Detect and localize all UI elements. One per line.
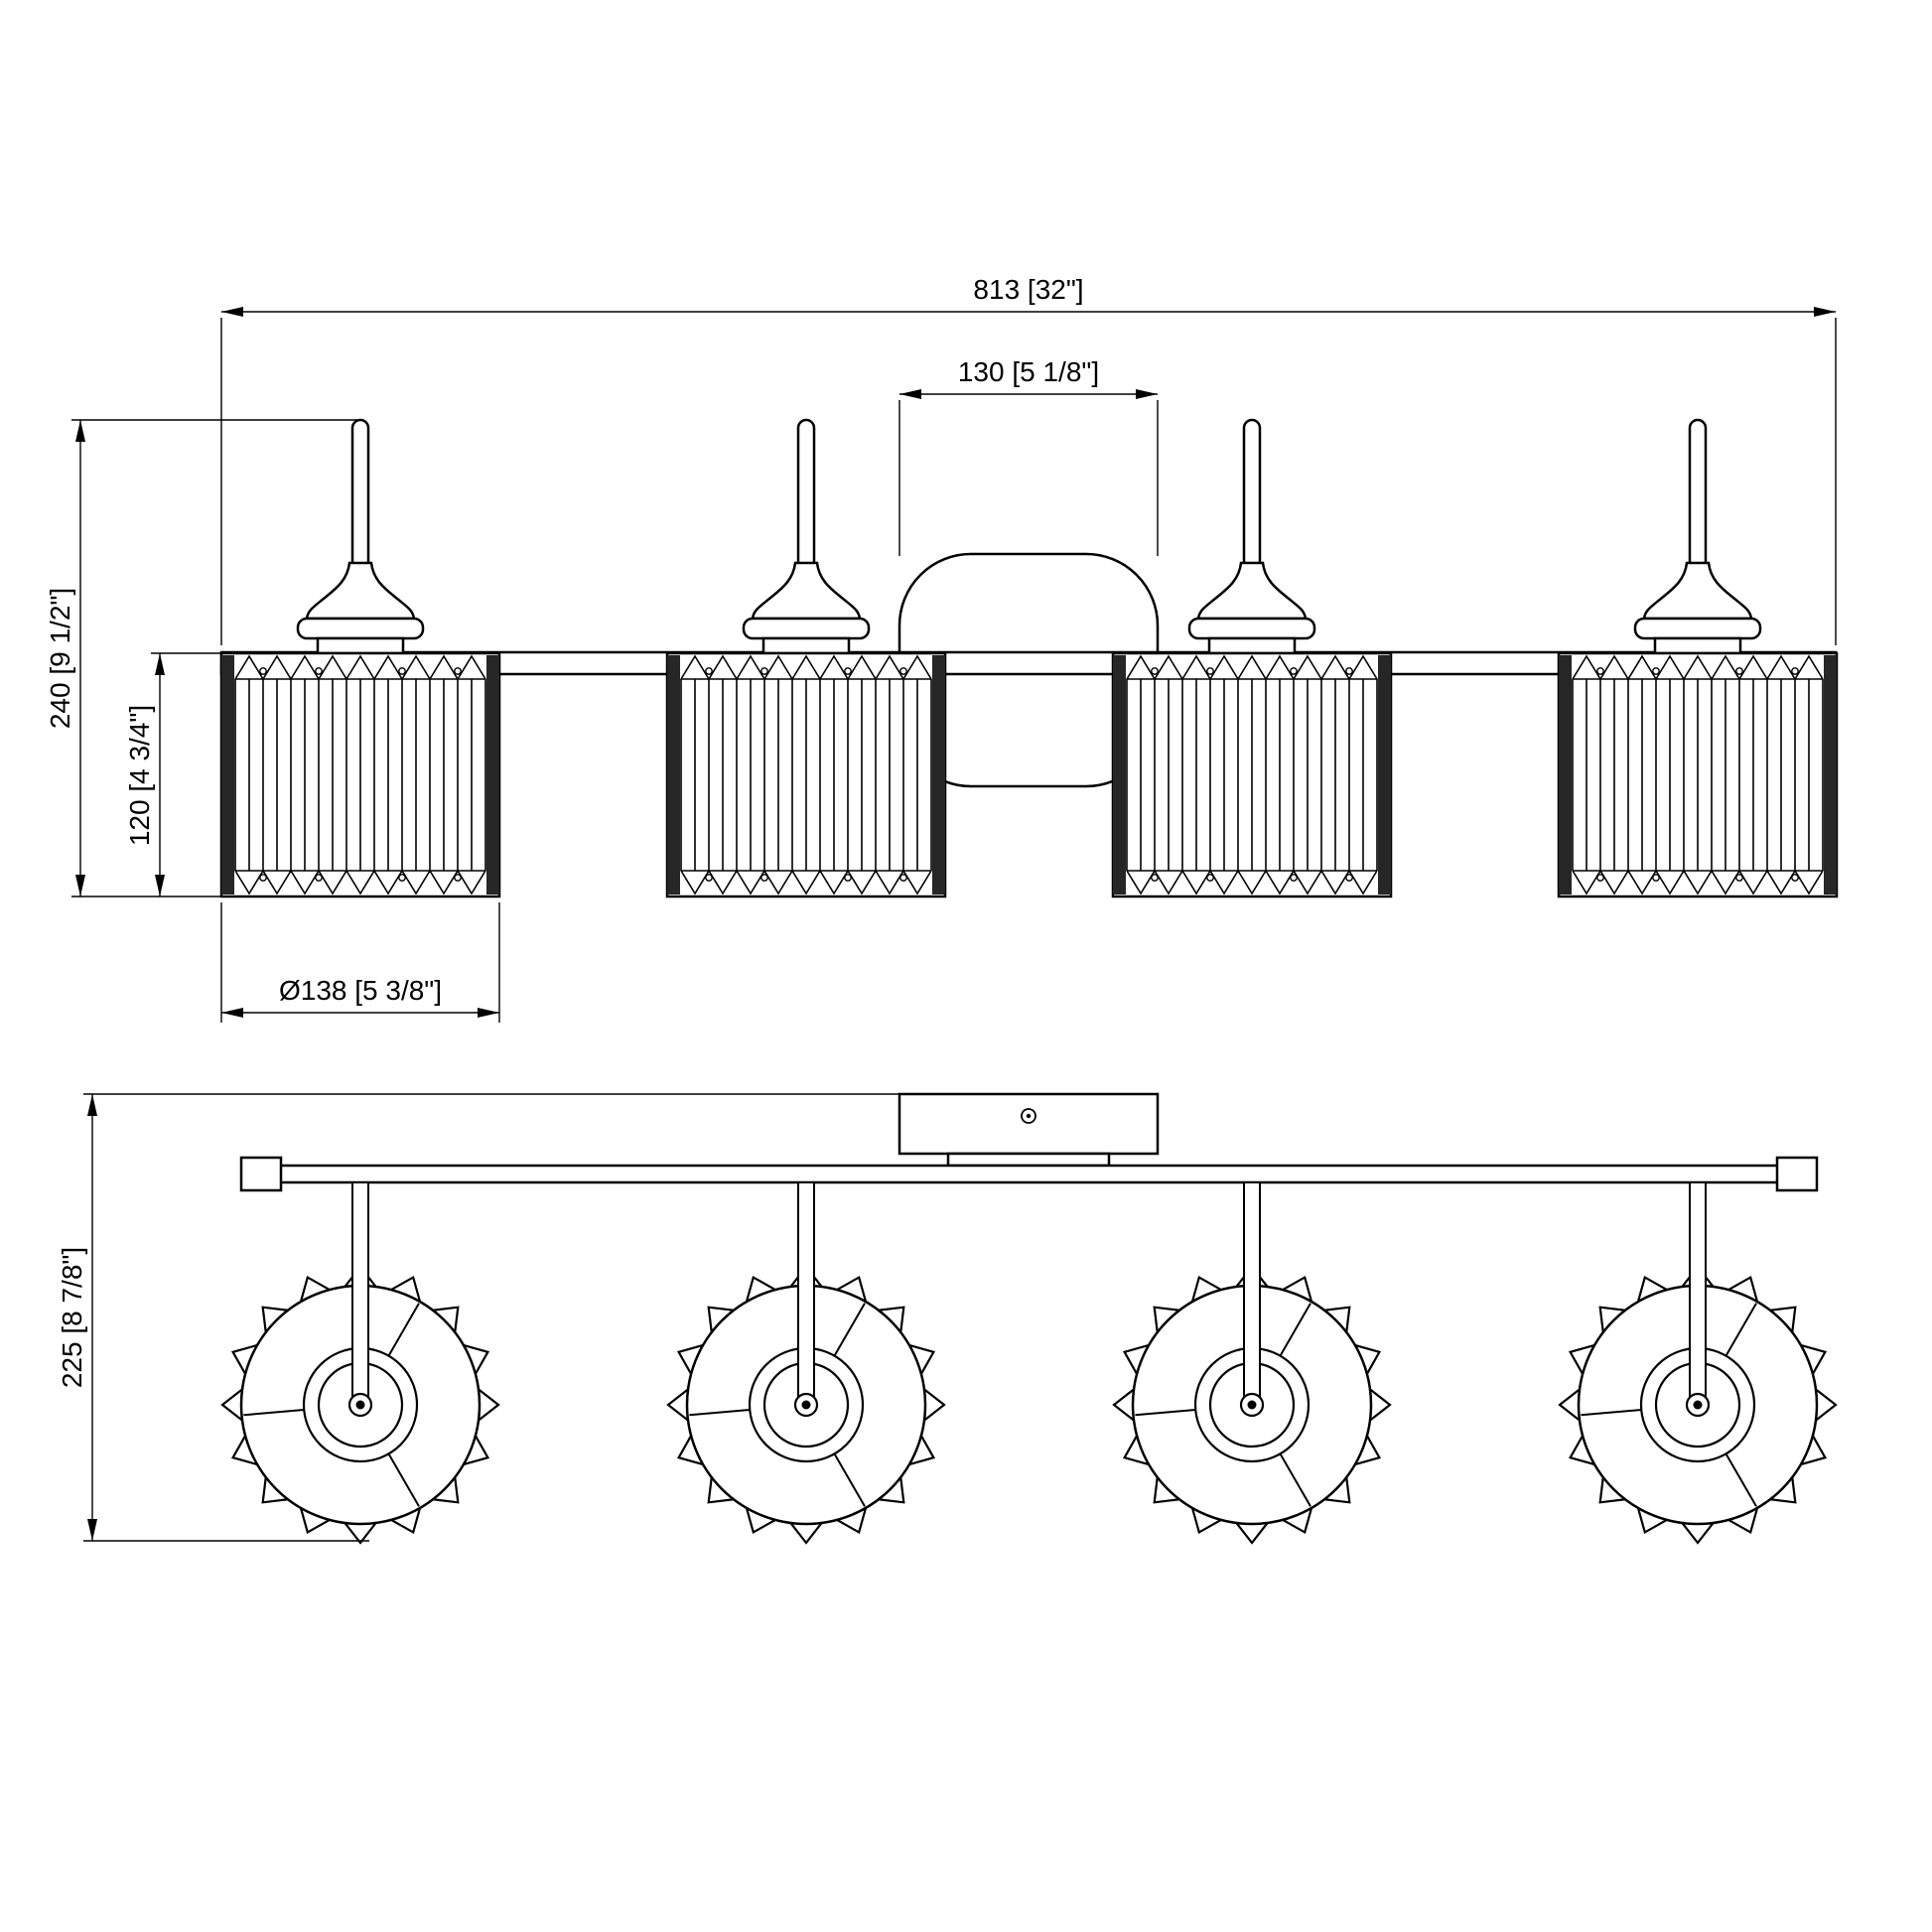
lamp-front-3: [1111, 418, 1393, 898]
front-view: 813 [32"] 130 [5 1/8"] 240 [9 1/2"] 120 …: [45, 274, 1839, 1023]
dim-backplate-width-label: 130 [5 1/8"]: [958, 356, 1099, 387]
lamp-plan-2: [666, 1180, 946, 1545]
dim-depth: 225 [8 7/8"]: [57, 1093, 901, 1542]
dim-overall-width-label: 813 [32"]: [973, 274, 1083, 305]
lamp-front-2: [665, 418, 947, 898]
lamp-plan-1: [220, 1180, 500, 1545]
canopy-screw: [1021, 1108, 1036, 1124]
dim-overall-height-label: 240 [9 1/2"]: [45, 588, 75, 729]
bar-endcap-right: [1775, 1156, 1819, 1192]
lamp-front-1: [219, 418, 501, 898]
bar-endcap-left: [239, 1156, 283, 1192]
canopy-connector: [946, 1152, 1111, 1168]
dim-shade-height-label: 120 [4 3/4"]: [124, 705, 155, 846]
lamp-plan-3: [1112, 1180, 1392, 1545]
dim-depth-label: 225 [8 7/8"]: [57, 1247, 87, 1388]
dim-overall-height: 240 [9 1/2"]: [45, 419, 357, 897]
dim-shade-diameter-label: Ø138 [5 3/8"]: [279, 975, 442, 1006]
mounting-bar-plan: [249, 1164, 1809, 1184]
canopy: [897, 1092, 1160, 1156]
lamp-front-4: [1557, 418, 1839, 898]
plan-view: 225 [8 7/8"]: [57, 1092, 1838, 1545]
dim-backplate-width: 130 [5 1/8"]: [898, 356, 1159, 556]
dim-shade-diameter: Ø138 [5 3/8"]: [220, 902, 500, 1023]
dim-shade-height: 120 [4 3/4"]: [124, 652, 246, 897]
lamp-plan-4: [1558, 1180, 1838, 1545]
dim-overall-width: 813 [32"]: [220, 274, 1837, 645]
